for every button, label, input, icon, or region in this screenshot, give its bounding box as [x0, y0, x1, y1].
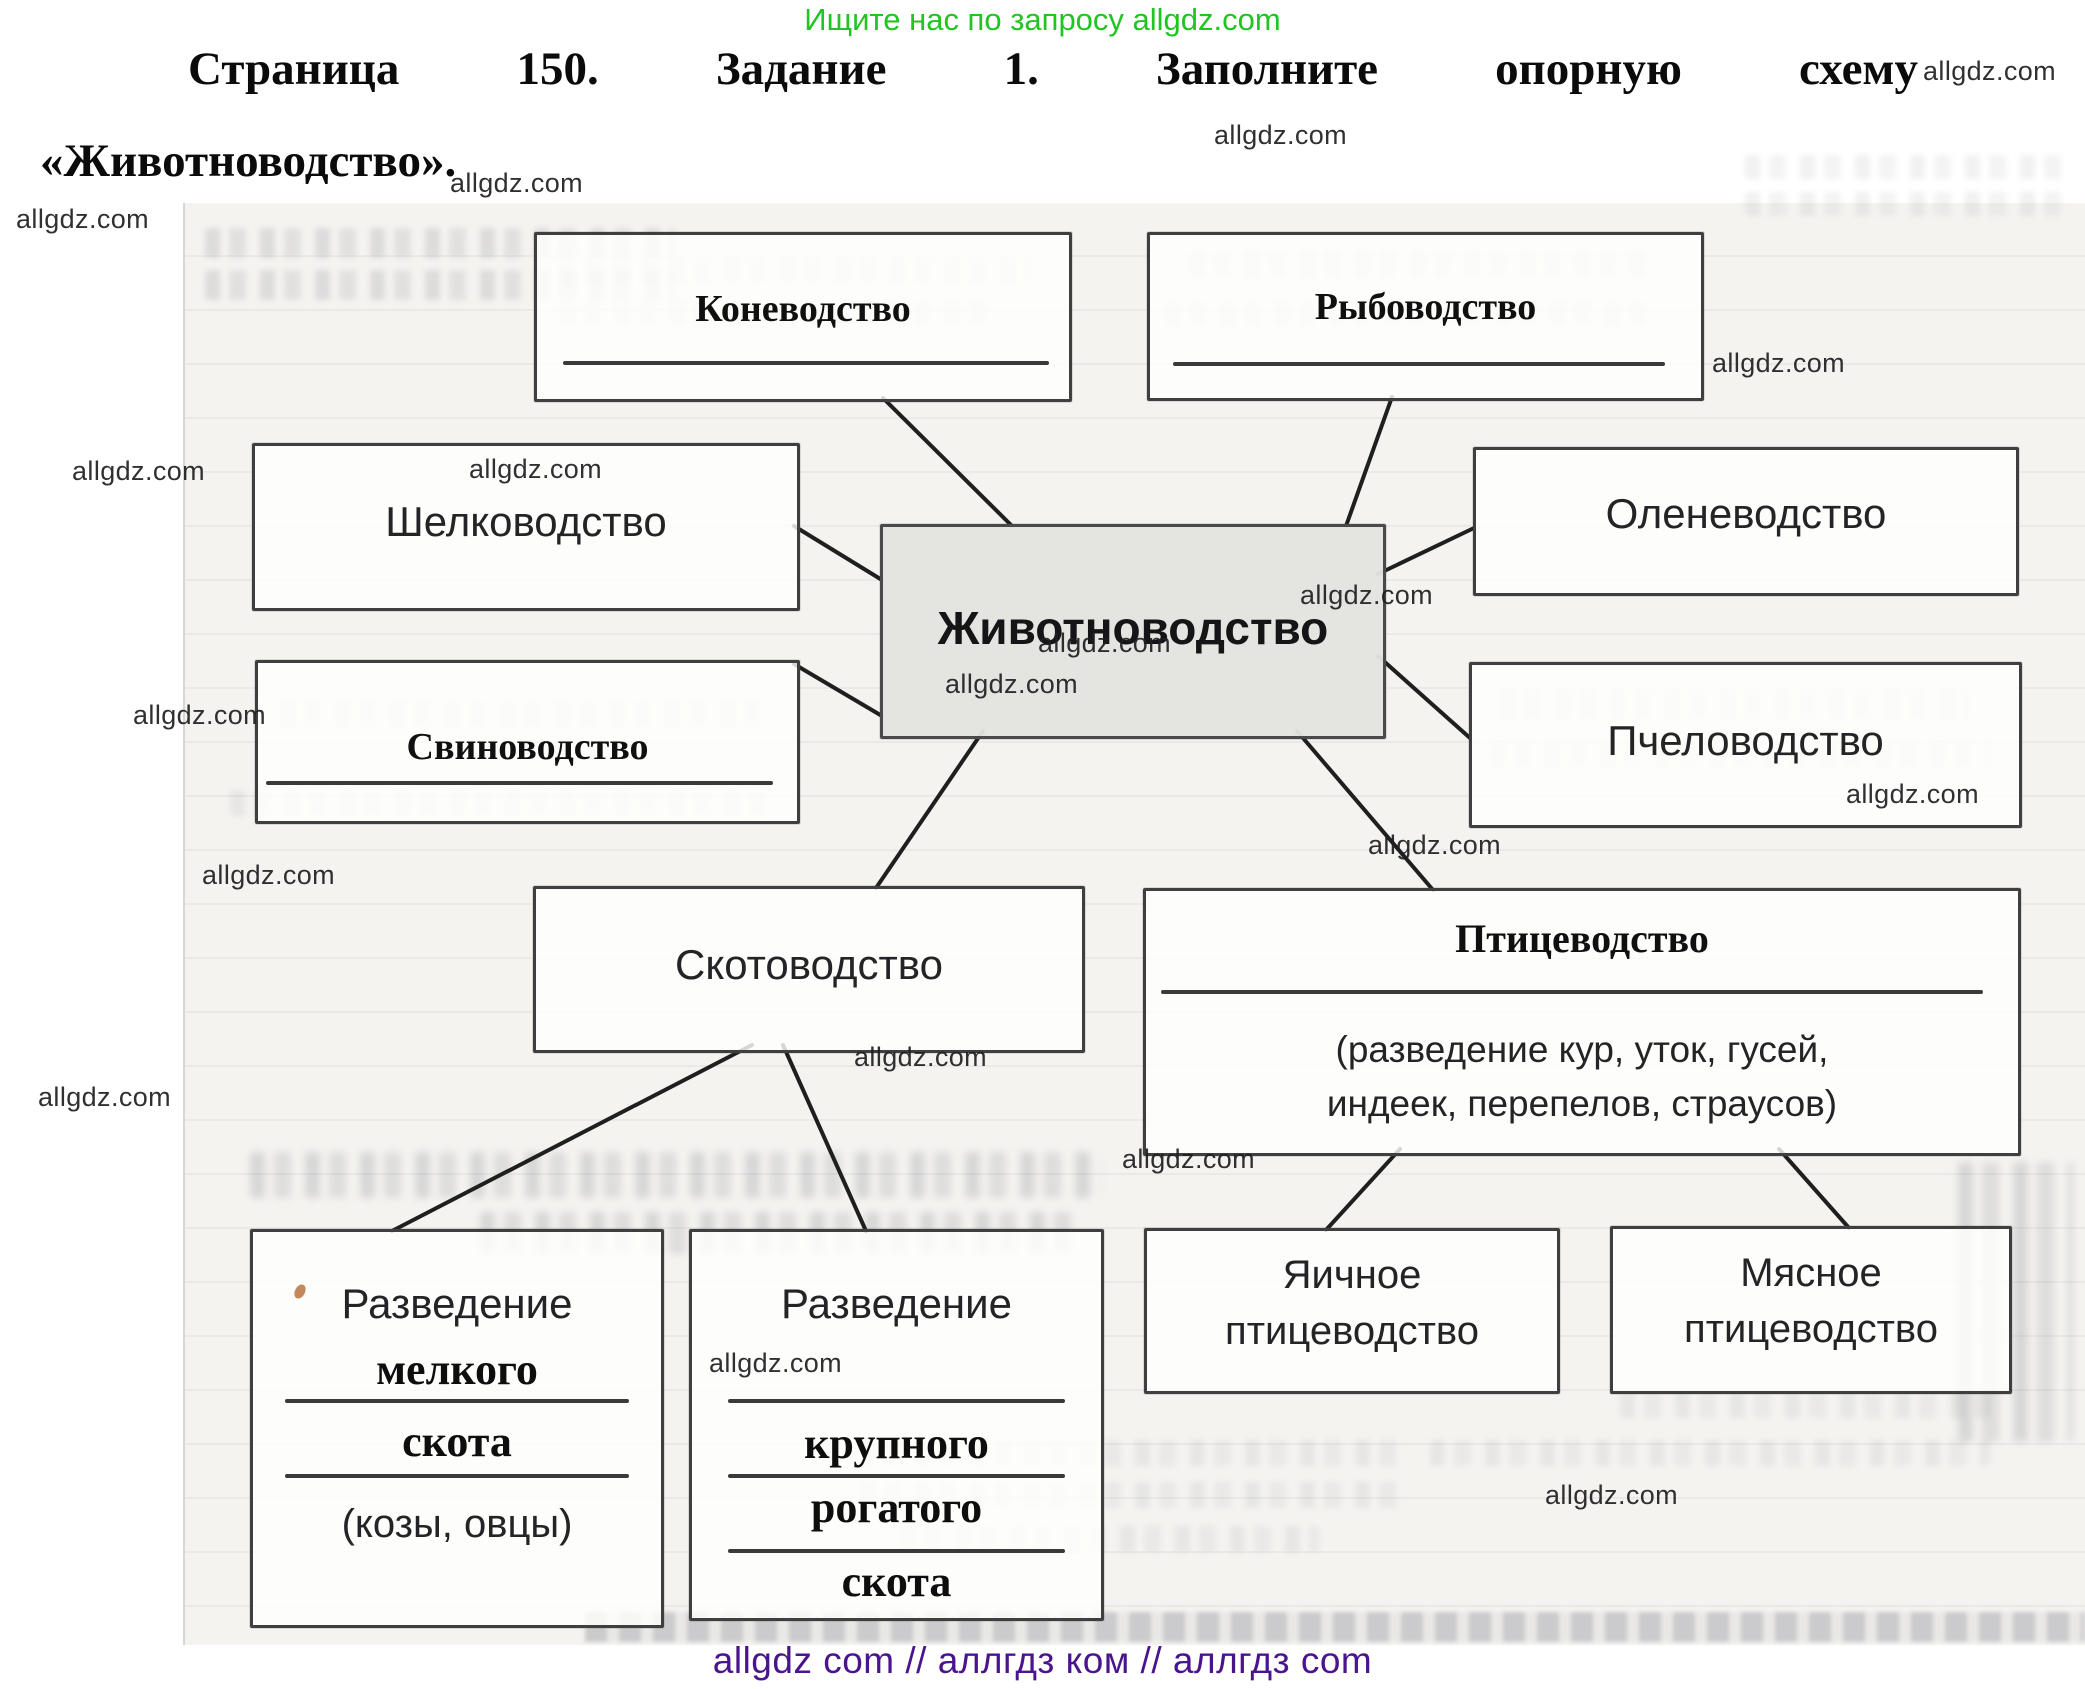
watermark: allgdz.com: [133, 700, 267, 730]
node-label: Животноводство: [937, 602, 1329, 654]
show-through-smudge: [1745, 155, 2065, 179]
answer-line: [728, 1549, 1065, 1553]
node-label: Пчеловодство: [1607, 717, 1884, 764]
node-note: индеек, перепелов, страусов): [1326, 1083, 1838, 1124]
node-olenevodstvo: Оленеводство: [1473, 447, 2019, 596]
answer-line: [285, 1474, 629, 1478]
watermark: allgdz.com: [1923, 56, 2057, 86]
node-label: Разведение: [341, 1280, 573, 1327]
watermark: allgdz.com: [854, 1042, 988, 1072]
watermark: allgdz.com: [1845, 779, 1979, 809]
watermark: allgdz.com: [1038, 628, 1172, 658]
answer-text: рогатого: [810, 1483, 983, 1532]
watermark: allgdz.com: [1368, 830, 1502, 860]
title-word: 150.: [516, 43, 599, 95]
watermark: allgdz.com: [16, 204, 150, 234]
node-label: Мясное: [1740, 1251, 1882, 1295]
page-title-line2: «Животноводство».: [40, 135, 457, 187]
answer-line: [1161, 990, 1983, 994]
watermark: allgdz.com: [1300, 580, 1434, 610]
watermark: allgdz.com: [450, 168, 584, 198]
answer-text: мелкого: [376, 1345, 538, 1394]
promo-banner: Ищите нас по запросу allgdz.com: [804, 2, 1281, 37]
node-label: Птицеводство: [1455, 916, 1709, 961]
node-konevodstvo: Коневодство: [534, 232, 1072, 402]
footer-watermark: allgdz com // аллгдз ком // аллгдз com: [712, 1640, 1373, 1681]
watermark: allgdz.com: [38, 1082, 172, 1112]
node-label: Скотоводство: [675, 941, 943, 988]
node-label: Свиноводство: [406, 726, 649, 768]
watermark: allgdz.com: [1214, 120, 1348, 150]
answer-line: [266, 781, 773, 785]
title-word: 1.: [1003, 43, 1039, 95]
watermark: allgdz.com: [1545, 1480, 1679, 1510]
node-svinovodstvo: Свиноводство: [255, 660, 800, 824]
node-label: птицеводство: [1225, 1309, 1479, 1353]
node-label: Разведение: [781, 1280, 1012, 1327]
node-label: Шелководство: [385, 498, 667, 545]
answer-line: [563, 361, 1049, 365]
node-label: Рыбоводство: [1314, 286, 1537, 328]
watermark: allgdz.com: [945, 669, 1079, 699]
node-razvedenie-melkogo-skota: Разведение мелкого скота (козы, овцы): [250, 1229, 664, 1628]
answer-line: [285, 1399, 629, 1403]
node-zhivotnovodstvo: Животноводство allgdz.com: [880, 524, 1386, 739]
node-skotovodstvo: Скотоводство: [533, 886, 1085, 1053]
node-note: (козы, овцы): [341, 1502, 573, 1546]
title-word: опорную: [1495, 43, 1682, 95]
page-title: Страница 150. Задание 1. Заполните опорн…: [188, 42, 1918, 96]
watermark: allgdz.com: [72, 456, 206, 486]
node-yaichnoe-ptitsevodstvo: Яичное птицеводство: [1144, 1228, 1560, 1394]
answer-line: [728, 1399, 1065, 1403]
node-shelkovodstvo: allgdz.com Шелководство: [252, 443, 800, 611]
answer-text: крупного: [804, 1419, 989, 1468]
node-ptitsevodstvo: Птицеводство (разведение кур, уток, гусе…: [1143, 888, 2021, 1156]
node-rybovodstvo: Рыбоводство: [1147, 232, 1704, 401]
title-word: Задание: [715, 43, 887, 95]
answer-text: скота: [841, 1557, 952, 1606]
watermark: allgdz.com: [1712, 348, 1846, 378]
node-razvedenie-krupnogo-skota: Разведение allgdz.com крупного рогатого …: [689, 1229, 1104, 1621]
answer-line: [1173, 362, 1665, 366]
answer-line: [728, 1474, 1065, 1478]
node-note: (разведение кур, уток, гусей,: [1335, 1029, 1829, 1070]
watermark: allgdz.com: [202, 860, 336, 890]
title-word: Заполните: [1155, 43, 1379, 95]
answer-text: скота: [402, 1417, 512, 1466]
watermark: allgdz.com: [709, 1348, 843, 1378]
node-label: птицеводство: [1684, 1307, 1938, 1351]
node-label: Оленеводство: [1605, 490, 1887, 537]
title-word: схему: [1799, 43, 1918, 95]
node-label: Коневодство: [695, 288, 911, 330]
node-label: Яичное: [1282, 1253, 1422, 1297]
watermark: allgdz.com: [469, 454, 603, 484]
node-pchelovodstvo: Пчеловодство allgdz.com: [1469, 662, 2022, 828]
watermark: allgdz.com: [1122, 1144, 1256, 1174]
node-myasnoe-ptitsevodstvo: Мясное птицеводство: [1610, 1226, 2012, 1394]
title-word: Страница: [188, 43, 400, 95]
